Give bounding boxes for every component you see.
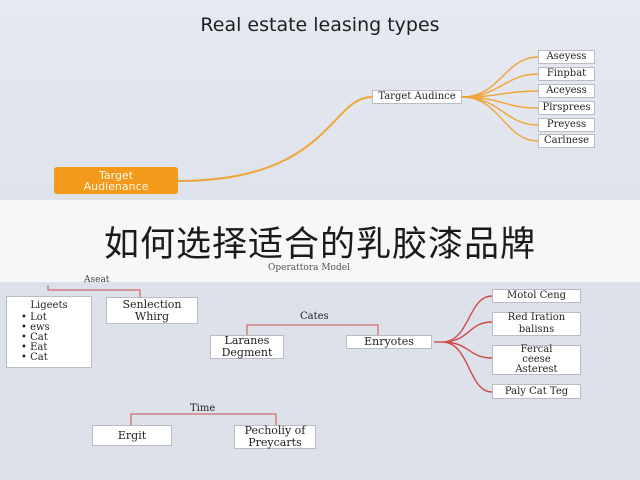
leaf-node-6: Carlnese [538,134,595,148]
target-audience-hub-node: Target Audince [372,90,462,104]
time-left-label: Ergit [117,428,147,442]
target-audience-root-node: Target Audienance [54,167,178,194]
right-node-1: Motol Ceng [492,289,581,303]
right-node-label: Paly Cat Teg [504,385,569,397]
leaf-label: Carlnese [544,135,589,146]
list-item: ews [21,323,91,333]
time-left-node: Ergit [92,425,172,446]
diagram-title: Real estate leasing types [200,14,440,36]
selection-box-label: Senlection Whirg [122,297,182,323]
list-box-header: Ligeets [30,300,68,311]
leaf-node-3: Aceyess [538,84,595,98]
hub-connector-6 [461,96,539,142]
time-right-node: Pecholiy of Preycarts [234,425,316,449]
right-node-4: Paly Cat Teg [492,384,581,399]
time-right-label: Pecholiy of Preycarts [244,424,306,449]
leaf-node-1: Aseyess [538,50,595,64]
cates-label: Cates [300,311,329,322]
right-node-label: Red Iration balisns [507,312,566,335]
cates-right-node: Enryotes [346,335,432,349]
leaf-label: Preyess [546,119,587,130]
list-item: Cat [21,353,91,363]
list-box: Ligeets Lot ews Cat Eat Cat [6,296,92,368]
cates-left-node: Laranes Degment [210,335,284,359]
cates-bracket [246,324,379,335]
list-item: Cat [21,333,91,343]
right-node-label: Fercal ceese Asterest [515,344,558,375]
leaf-node-2: Finpbat [538,67,595,81]
cates-right-label: Enryotes [364,335,414,348]
center-model-label: Operattora Model [268,263,350,273]
leaf-label: Finpbat [546,68,587,79]
list-box-items: Lot ews Cat Eat Cat [7,313,91,363]
leaf-node-5: Preyess [538,118,595,132]
leaf-node-4: Plrsprees [538,101,595,115]
list-item: Eat [21,343,91,353]
title-banner: 如何选择适合的乳胶漆品牌 [0,200,640,282]
time-label: Time [190,403,216,414]
top-diagram-panel [0,0,640,200]
leaf-label: Aceyess [546,85,587,96]
right-brace [441,295,493,393]
asset-bracket [47,285,141,297]
root-node-label: Target Audienance [83,168,149,193]
time-bracket [130,413,277,425]
right-node-label: Motol Ceng [506,290,567,301]
hub-connector-3 [461,90,539,98]
hub-connector-2 [461,73,539,98]
root-to-hub-connector [177,96,373,182]
hub-connector-5 [461,96,539,126]
right-node-2: Red Iration balisns [492,312,581,336]
selection-box: Senlection Whirg [106,297,198,324]
banner-text: 如何选择适合的乳胶漆品牌 [103,224,536,265]
list-item: Lot [21,313,91,323]
hub-node-label: Target Audince [378,91,456,102]
right-node-3: Fercal ceese Asterest [492,345,581,375]
asset-label: Aseat [84,275,110,285]
cates-left-label: Laranes Degment [221,334,273,359]
leaf-label: Plrsprees [542,102,591,113]
leaf-label: Aseyess [546,51,587,62]
